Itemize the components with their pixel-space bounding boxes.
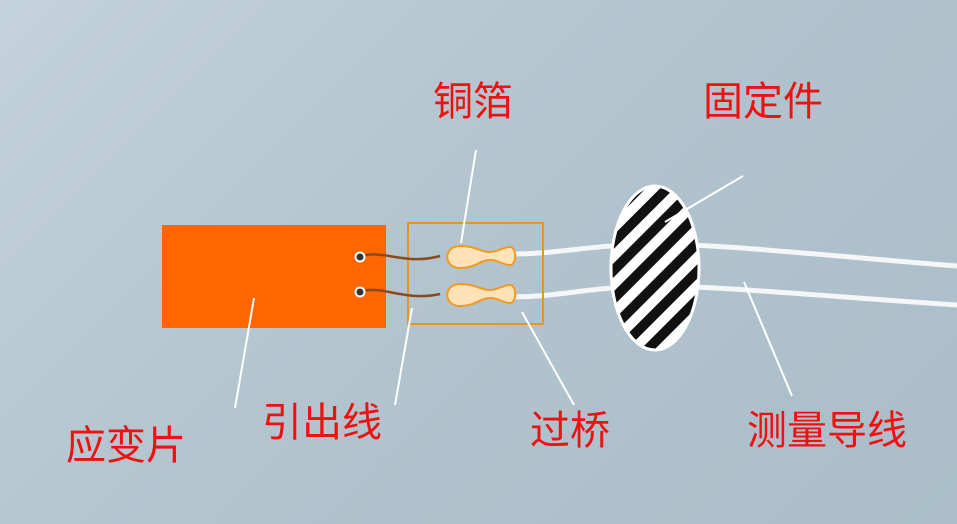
leader-line-bridge bbox=[521, 311, 575, 406]
copper-foil-pad-lower bbox=[446, 282, 517, 308]
label-fixture: 固定件 bbox=[703, 79, 823, 125]
leader-line-strain-gauge bbox=[234, 297, 255, 409]
measuring-lead-wire-upper bbox=[507, 241, 957, 269]
leader-line-fixture bbox=[664, 175, 744, 223]
bridge-box bbox=[407, 222, 544, 325]
lead-terminal-lower bbox=[354, 286, 366, 298]
measuring-lead-wire-lower bbox=[507, 283, 957, 308]
lead-wire-upper bbox=[359, 253, 441, 261]
label-strain-gauge: 应变片 bbox=[66, 423, 186, 469]
lead-terminal-upper bbox=[354, 251, 366, 263]
leader-line-measuring-lead bbox=[743, 281, 793, 397]
fixture-clamp bbox=[609, 184, 701, 352]
leader-line-copper-foil bbox=[460, 149, 477, 244]
copper-foil-pad-upper bbox=[446, 244, 517, 270]
label-lead-wire: 引出线 bbox=[262, 400, 382, 446]
label-copper-foil: 铜箔 bbox=[433, 79, 513, 125]
strain-gauge-body bbox=[162, 225, 386, 328]
leader-line-lead-wire bbox=[394, 307, 413, 406]
label-bridge: 过桥 bbox=[530, 408, 610, 454]
lead-wire-lower bbox=[359, 288, 441, 298]
label-measuring-lead: 测量导线 bbox=[747, 408, 907, 454]
